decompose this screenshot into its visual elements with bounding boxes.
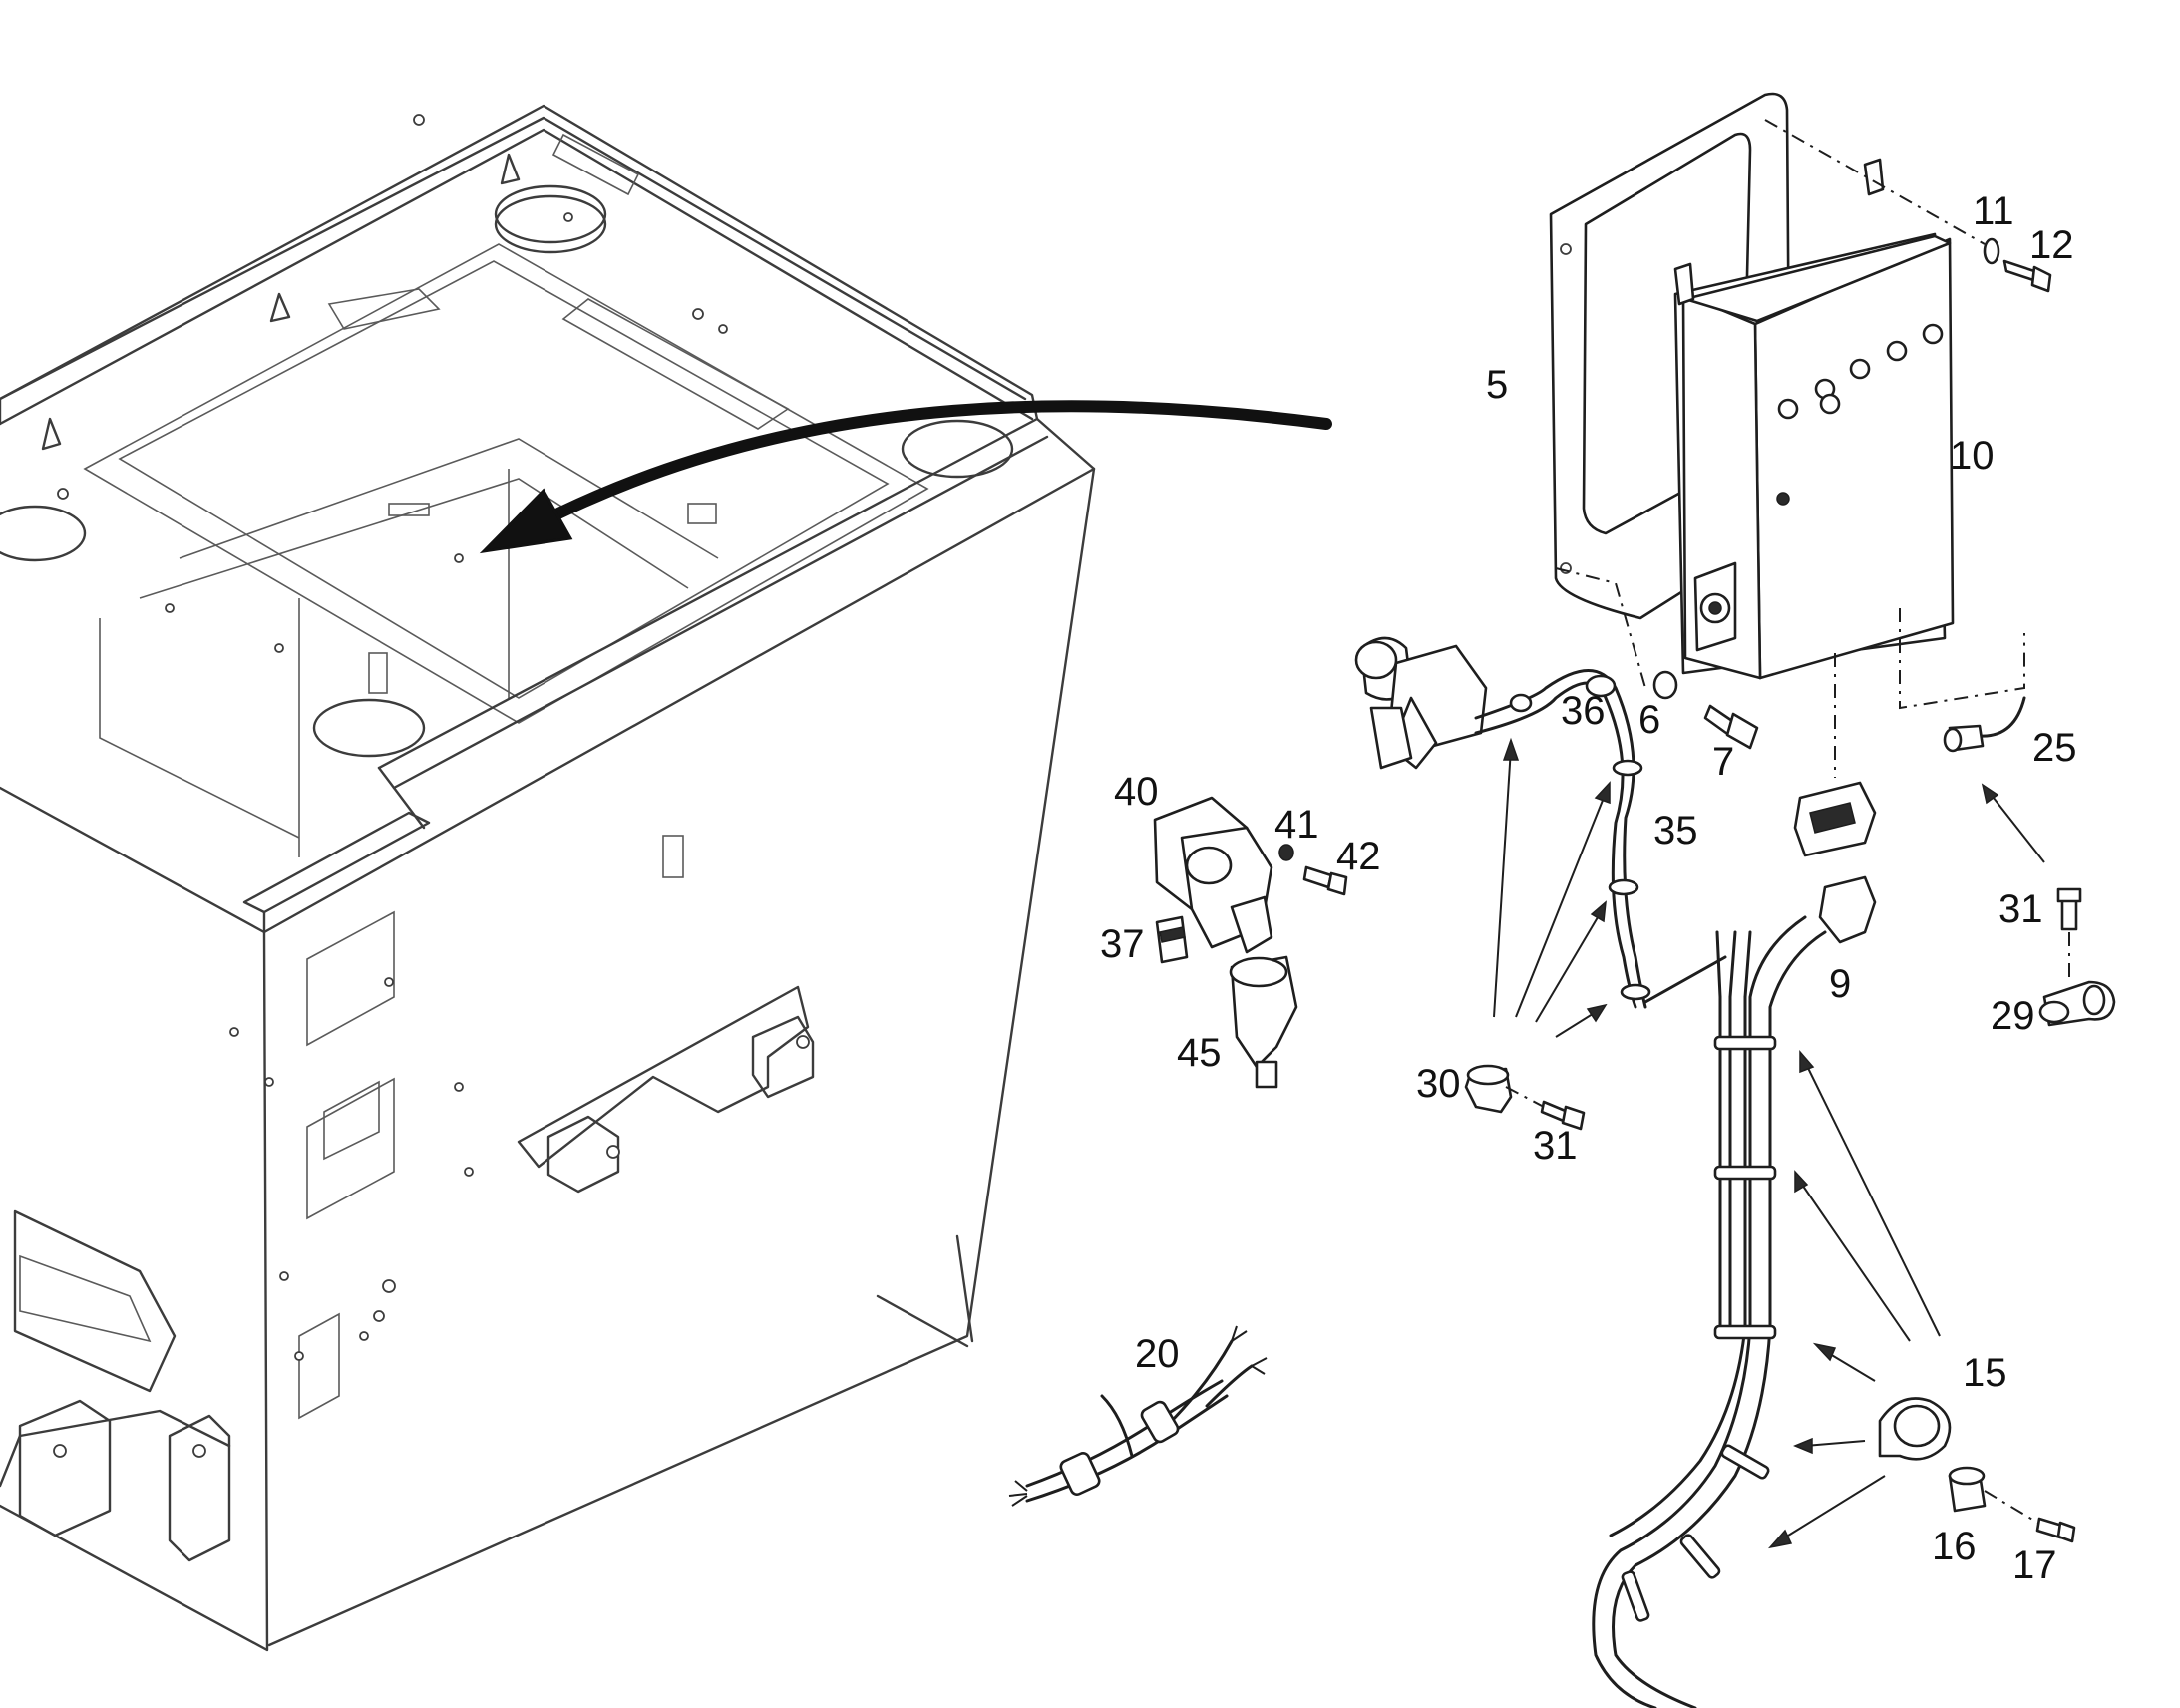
plug-45	[1229, 955, 1298, 1089]
bolt-42	[1302, 865, 1348, 896]
callout-5: 5	[1486, 363, 1508, 407]
cable-gland-37	[1155, 915, 1189, 964]
callout-40: 40	[1114, 770, 1159, 814]
selector-switches	[1777, 323, 1944, 420]
harness-clamps	[1621, 1035, 1777, 1622]
callout-35: 35	[1653, 809, 1698, 853]
main-wire-harness	[1592, 875, 1877, 1708]
callout-42: 42	[1336, 835, 1381, 878]
clamp-30	[1464, 1064, 1513, 1114]
washer-41	[1278, 844, 1294, 861]
washer-6	[1652, 670, 1678, 700]
bolt-12	[2002, 259, 2052, 293]
screw-31-lower	[1540, 1100, 1586, 1131]
callout-31-lower: 31	[1533, 1124, 1578, 1168]
screw-31-upper	[2056, 887, 2082, 931]
callout-12: 12	[2029, 223, 2074, 267]
electrical-enclosure	[1673, 158, 1955, 680]
callout-9: 9	[1829, 962, 1851, 1006]
callout-labels: 5 6 7 9 10 11 12 15 16 17 20 25 29 30 31…	[1100, 189, 2077, 1587]
clamp-15-assembly-line	[1984, 1490, 2040, 1525]
callout-36: 36	[1561, 689, 1606, 733]
callout-30: 30	[1416, 1062, 1461, 1106]
cable-20	[1008, 1325, 1268, 1507]
callout-41: 41	[1274, 803, 1319, 847]
clamp-30-assembly-line	[1505, 1086, 1545, 1108]
clamp-15	[1878, 1397, 1952, 1461]
washer-11	[1983, 237, 2000, 265]
callout-37: 37	[1100, 922, 1145, 966]
callout-20: 20	[1135, 1332, 1180, 1376]
callout-10: 10	[1950, 434, 1995, 478]
callout-45: 45	[1177, 1031, 1222, 1075]
ground-wire-25	[1943, 696, 2026, 753]
callout-11: 11	[1973, 189, 2014, 233]
cable-35	[1474, 669, 1727, 1009]
frame-fastener-holes	[53, 114, 810, 1458]
install-location-arrow	[479, 400, 1332, 554]
callout-25: 25	[2032, 726, 2077, 770]
callout-17: 17	[2012, 1543, 2057, 1587]
spacer-16	[1948, 1466, 1987, 1513]
callout-31-upper: 31	[1998, 887, 2043, 931]
terminal-block	[1793, 781, 1877, 857]
callout-7: 7	[1712, 740, 1734, 784]
callout-29: 29	[1991, 994, 2035, 1038]
cable-clamp-29	[2038, 980, 2116, 1027]
leader-arrows	[1493, 737, 2045, 1549]
bolt-7	[1703, 704, 1759, 750]
callout-6: 6	[1638, 698, 1660, 742]
screw-17	[2035, 1517, 2076, 1543]
callout-15: 15	[1963, 1351, 2007, 1395]
motor-connector-assembly	[1354, 636, 1488, 770]
machine-frame	[0, 104, 1096, 1652]
plug-receptacle-40	[1153, 796, 1273, 954]
callout-16: 16	[1932, 1525, 1977, 1568]
enclosure-assembly-lines	[1555, 119, 2025, 778]
